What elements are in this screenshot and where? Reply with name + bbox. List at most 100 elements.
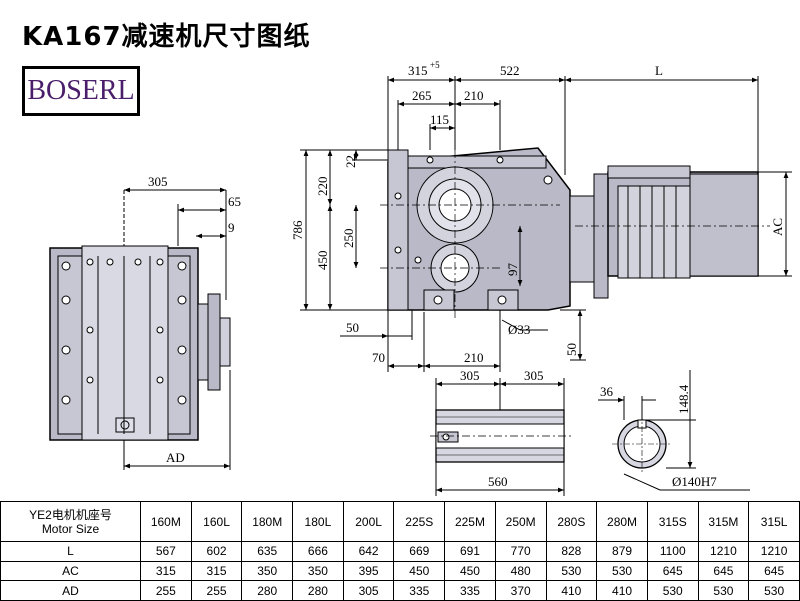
table-cell: 1100 (646, 541, 699, 562)
dim-ac: AC (770, 218, 785, 236)
dim-148-4: 148.4 (676, 384, 691, 414)
dim-250: 250 (341, 229, 356, 249)
table-row-l: L 567 602 635 666 642 669 691 770 828 87… (0, 541, 800, 562)
table-cell: 315 (140, 560, 192, 582)
table-cell: 410 (545, 580, 598, 601)
dim-70: 70 (372, 350, 385, 365)
table-cell: 635 (241, 541, 294, 562)
size-cell: 315L (748, 501, 800, 542)
logo-text: BOSERL (27, 75, 135, 106)
table-cell: 350 (292, 560, 344, 582)
spec-table: YE2电机机座号 Motor Size 160M 160L 180M 180L … (0, 501, 800, 601)
header-cell-motor-size: YE2电机机座号 Motor Size (0, 501, 141, 542)
table-cell: 410 (596, 580, 648, 601)
dim-522: 522 (500, 63, 520, 78)
table-cell: 530 (646, 580, 699, 601)
table-cell: 480 (494, 560, 547, 582)
size-cell: 180L (292, 501, 344, 542)
size-cell: 225S (393, 501, 446, 542)
table-cell: 335 (444, 580, 496, 601)
dim-560: 560 (488, 474, 508, 489)
dim-50-right: 50 (564, 343, 579, 356)
table-cell: 879 (596, 541, 648, 562)
table-cell: 450 (444, 560, 496, 582)
size-cell: 315S (646, 501, 699, 542)
dim-l: L (655, 63, 663, 78)
front-view (300, 76, 792, 372)
side-view (49, 187, 231, 470)
dim-305-shaft-b: 305 (524, 368, 544, 383)
size-cell: 280S (545, 501, 598, 542)
table-cell: 395 (342, 560, 395, 582)
dim-22: 22 (343, 155, 358, 168)
dim-220: 220 (315, 177, 330, 197)
table-cell: 645 (646, 560, 699, 582)
row-label: AD (0, 580, 141, 601)
dim-265: 265 (412, 88, 432, 103)
bore-detail (598, 370, 750, 491)
table-cell: 280 (292, 580, 344, 601)
table-cell: 305 (342, 580, 395, 601)
table-cell: 530 (748, 580, 800, 601)
table-cell: 828 (545, 541, 598, 562)
table-cell: 602 (190, 541, 243, 562)
dim-115: 115 (430, 112, 449, 127)
table-row-ad: AD 255 255 280 280 305 335 335 370 410 4… (0, 580, 800, 601)
dim-786: 786 (290, 220, 305, 240)
dim-diameter-140h7: Ø140H7 (672, 474, 717, 489)
dim-305-side: 305 (148, 174, 168, 189)
table-cell: 1210 (697, 541, 750, 562)
size-cell: 250M (494, 501, 547, 542)
table-cell: 669 (393, 541, 446, 562)
table-cell: 255 (190, 580, 243, 601)
table-cell: 645 (697, 560, 750, 582)
size-cell: 160M (140, 501, 192, 542)
dim-9: 9 (228, 220, 235, 235)
dim-97: 97 (505, 263, 520, 277)
table-cell: 642 (342, 541, 395, 562)
table-cell: 691 (444, 541, 496, 562)
size-cell: 280M (596, 501, 648, 542)
dim-ad: AD (166, 450, 185, 465)
table-cell: 255 (140, 580, 192, 601)
dim-210-bottom: 210 (464, 350, 484, 365)
table-cell: 315 (190, 560, 243, 582)
table-cell: 450 (393, 560, 446, 582)
dim-305-shaft-a: 305 (460, 368, 480, 383)
dim-210-top: 210 (464, 88, 484, 103)
dim-65: 65 (228, 194, 241, 209)
header-line-cn: YE2电机机座号 (29, 507, 112, 522)
size-cell: 180M (241, 501, 294, 542)
size-cell: 160L (190, 501, 243, 542)
dim-36: 36 (600, 384, 614, 399)
row-label: L (0, 541, 141, 562)
size-cell: 225M (444, 501, 496, 542)
table-cell: 280 (241, 580, 294, 601)
size-cell: 200L (342, 501, 395, 542)
table-cell: 666 (292, 541, 344, 562)
table-cell: 567 (140, 541, 192, 562)
dim-50-left: 50 (346, 320, 359, 335)
size-cell: 315M (697, 501, 750, 542)
table-cell: 530 (697, 580, 750, 601)
table-cell: 530 (545, 560, 598, 582)
table-cell: 335 (393, 580, 446, 601)
table-cell: 350 (241, 560, 294, 582)
table-cell: 645 (748, 560, 800, 582)
page-title: KA167减速机尺寸图纸 (22, 22, 311, 52)
brand-logo: BOSERL (22, 66, 140, 116)
dim-diameter-33: Ø33 (508, 322, 530, 337)
table-cell: 1210 (748, 541, 800, 562)
dim-450: 450 (315, 251, 330, 271)
table-cell: 370 (494, 580, 547, 601)
technical-drawing: 305 65 9 AD (49, 60, 792, 496)
dim-315: 315 (408, 63, 428, 78)
header-line-en: Motor Size (41, 521, 100, 536)
dim-315-tolerance: +5 (430, 60, 440, 70)
table-cell: 530 (596, 560, 648, 582)
shaft-section (430, 378, 572, 496)
table-header-row: YE2电机机座号 Motor Size 160M 160L 180M 180L … (0, 501, 800, 542)
table-row-ac: AC 315 315 350 350 395 450 450 480 530 5… (0, 560, 800, 582)
row-label: AC (0, 560, 141, 582)
table-cell: 770 (494, 541, 547, 562)
